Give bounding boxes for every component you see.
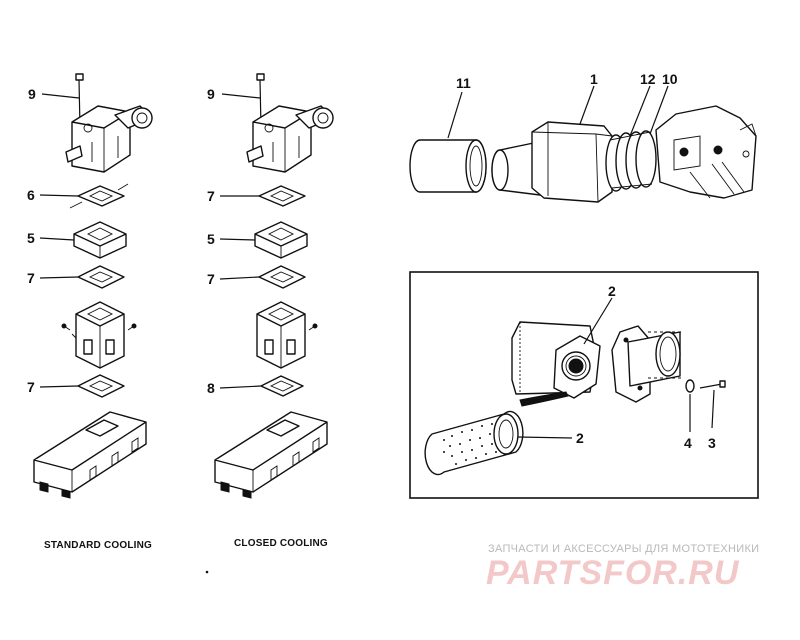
detail-box	[409, 271, 759, 499]
riser-block-part	[61, 301, 137, 369]
gasket-part	[260, 375, 304, 397]
watermark-tagline: ЗАПЧАСТИ И АКСЕССУАРЫ ДЛЯ МОТОТЕХНИКИ	[488, 543, 760, 555]
spacer-block-part	[254, 221, 308, 259]
washer-part	[685, 379, 695, 393]
exhaust-manifold-part	[214, 411, 328, 499]
callout-9: 9	[28, 86, 36, 102]
riser-block-part	[256, 301, 318, 369]
middle-leader-lines	[219, 93, 262, 389]
transom-part	[655, 105, 757, 199]
perforated-cylinder-part	[424, 410, 524, 476]
speck	[205, 570, 209, 574]
flange-tube-part	[611, 325, 684, 403]
gasket-part	[258, 265, 306, 289]
callout-1: 1	[590, 71, 598, 87]
callout-4: 4	[684, 435, 692, 451]
callout-12: 12	[640, 71, 656, 87]
spacer-block-part	[73, 221, 127, 259]
exhaust-elbow-part	[246, 105, 334, 173]
top-leader-lines	[447, 85, 669, 139]
exhaust-manifold-part	[33, 411, 147, 499]
screw-part	[699, 380, 726, 389]
standard-cooling-stack	[33, 73, 153, 499]
housing-part	[531, 121, 613, 203]
gasket-part	[69, 183, 129, 209]
callout-6: 6	[27, 187, 35, 203]
caption-standard-cooling: STANDARD COOLING	[44, 540, 152, 551]
callout-11: 11	[456, 75, 471, 91]
callout-10: 10	[662, 71, 678, 87]
exhaust-tube-assembly	[409, 105, 757, 203]
caption-closed-cooling: CLOSED COOLING	[234, 538, 328, 549]
callout-2: 2	[576, 430, 584, 446]
callout-7: 7	[27, 379, 35, 395]
exhaust-elbow-part	[65, 105, 153, 173]
callout-8: 8	[207, 380, 215, 396]
callout-7: 7	[207, 271, 215, 287]
gasket-part	[77, 265, 125, 289]
watermark-logo: PARTSFOR.RU	[486, 554, 740, 592]
box-leader-lines	[517, 297, 715, 439]
closed-cooling-stack	[214, 73, 334, 499]
callout-2: 2	[608, 283, 616, 299]
gasket-part	[77, 374, 125, 398]
callout-3: 3	[708, 435, 716, 451]
sleeve-part	[409, 139, 487, 193]
left-leader-lines	[39, 93, 80, 388]
callout-7: 7	[207, 188, 215, 204]
callout-7: 7	[27, 270, 35, 286]
gasket-part	[258, 185, 306, 207]
callout-5: 5	[27, 230, 35, 246]
callout-5: 5	[207, 231, 215, 247]
callout-9: 9	[207, 86, 215, 102]
tube-housing-part	[511, 321, 601, 407]
clamp-ring-part	[605, 130, 657, 192]
